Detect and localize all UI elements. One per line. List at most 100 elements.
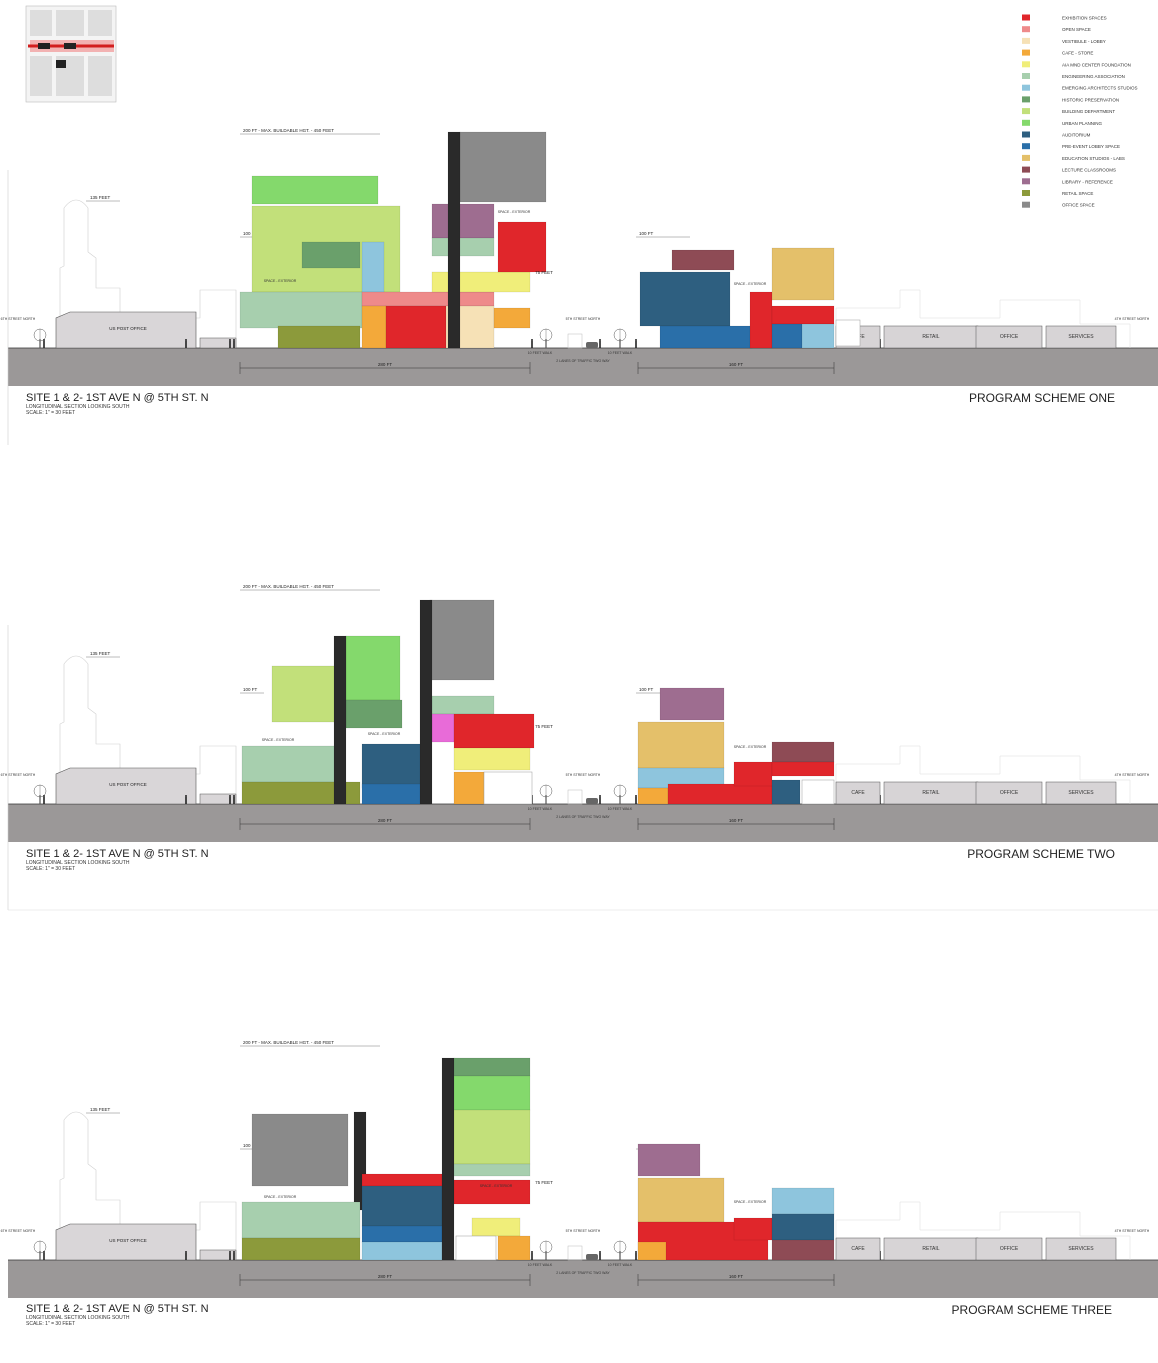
program-block [453,771,485,805]
exterior-space-label: SPACE - EXTERIOR [734,745,767,749]
post-office-label: US POST OFFICE [109,326,146,331]
key-plan [25,5,117,103]
program-block [771,741,835,763]
traffic-label: 2 LANES OF TRAFFIC TWO WAY [556,815,610,819]
program-block [453,1057,531,1077]
vertical-core [441,1057,455,1261]
legend-swatch [1022,119,1030,126]
height-100-label: 100 FT [639,687,654,692]
post-office-building [55,311,197,349]
traffic-label: 2 LANES OF TRAFFIC TWO WAY [556,359,610,363]
height-100-label: 100 FT [243,231,258,236]
height-100-label: 100 FT [243,687,258,692]
legend-label: AUDITORIUM [1062,133,1091,138]
ground-section [8,804,1158,842]
strip-label: CAFE [851,790,865,796]
post-office-label: US POST OFFICE [109,782,146,787]
legend-label: OPEN SPACE [1062,27,1091,32]
program-block [471,1217,521,1237]
legend-item: EMERGING ARCHITECTS STUDIOS [1022,84,1138,91]
legend-swatch [1022,96,1030,103]
dimension-280: 280 FT [378,362,393,367]
dimension-280: 280 FT [378,818,393,823]
exterior-space-label: SPACE - EXTERIOR [368,732,401,736]
open-void [835,319,861,347]
program-block [659,687,725,721]
legend-item: URBAN PLANNING [1022,119,1103,126]
program-block [771,305,835,325]
strip-label: SERVICES [1068,334,1094,340]
section-subtitle: LONGITUDINAL SECTION LOOKING SOUTH [26,1315,130,1321]
program-block [771,323,803,349]
strip-label: SERVICES [1068,790,1094,796]
program-block [733,761,773,787]
program-block [637,1177,725,1223]
program-block [241,1237,361,1261]
legend-label: URBAN PLANNING [1062,121,1103,126]
program-block [251,175,379,205]
program-block [431,271,531,293]
program-block [361,1225,443,1243]
legend-swatch [1022,73,1030,79]
legend-item: EXHIBITION SPACES [1022,14,1107,21]
program-block [271,665,339,723]
legend-item: LECTURE CLASSROOMS [1022,166,1116,173]
height-135-label: 135 FEET [90,195,111,200]
legend-item: CAFE - STORE [1022,49,1093,56]
walk-label: 10 FEET WALK [528,807,553,811]
walk-label: 10 FEET WALK [608,807,633,811]
program-block [241,781,361,805]
strip-building [1045,1237,1117,1261]
height-135-label: 135 FEET [90,1107,111,1112]
program-block [361,305,387,349]
program-block [637,787,669,805]
strip-label: RETAIL [922,790,939,796]
legend-label: OFFICE SPACE [1062,203,1095,208]
legend-swatch [1022,190,1030,196]
legend-label: HISTORIC PRESERVATION [1062,97,1119,102]
exterior-space-label: SPACE - EXTERIOR [264,279,297,283]
program-block [239,291,363,329]
site-title: SITE 1 & 2- 1ST AVE N @ 5TH ST. N [26,1303,209,1315]
program-block [453,713,535,749]
height-75-label: 75 FEET [535,724,553,729]
program-block [361,291,495,307]
program-block [453,1163,531,1177]
legend-label: RETAIL SPACE [1062,191,1093,196]
legend-label: CAFE - STORE [1062,51,1093,56]
program-block [301,241,361,269]
max-height-label: 200 FT - MAX. BUILDABLE HGT. - 450 FEET [243,1040,334,1045]
legend-swatch [1022,178,1030,185]
program-block [453,747,531,771]
legend-swatch [1022,108,1030,115]
legend-item: HISTORIC PRESERVATION [1022,96,1119,103]
open-void [801,779,835,805]
legend-swatch [1022,143,1030,150]
exterior-space-label: SPACE - EXTERIOR [498,210,531,214]
legend-swatch [1022,61,1030,68]
legend-item: AUDITORIUM [1022,131,1091,138]
legend-item: OFFICE SPACE [1022,201,1095,208]
legend-swatch [1022,166,1030,173]
street-label: 5TH STREET NORTH [566,317,601,321]
max-height-label: 200 FT - MAX. BUILDABLE HGT. - 450 FEET [243,128,334,133]
program-block [771,247,835,301]
legend-item: RETAIL SPACE [1022,190,1093,196]
program-block [667,783,773,805]
program-block [385,305,447,349]
legend-item: OPEN SPACE [1022,26,1091,33]
vertical-core [447,131,461,349]
post-office-building [55,1223,197,1261]
strip-building [1045,325,1117,349]
height-100-label: 100 FT [243,1143,258,1148]
open-void [483,771,533,805]
program-block [749,291,773,349]
legend-item: LIBRARY - REFERENCE [1022,178,1113,185]
program-block [493,307,531,329]
strip-label: CAFE [851,1246,865,1252]
program-block [771,1187,835,1215]
strip-building [835,1237,881,1261]
scale-label: SCALE: 1" = 30 FEET [26,866,75,872]
height-100-label: 100 FT [639,231,654,236]
